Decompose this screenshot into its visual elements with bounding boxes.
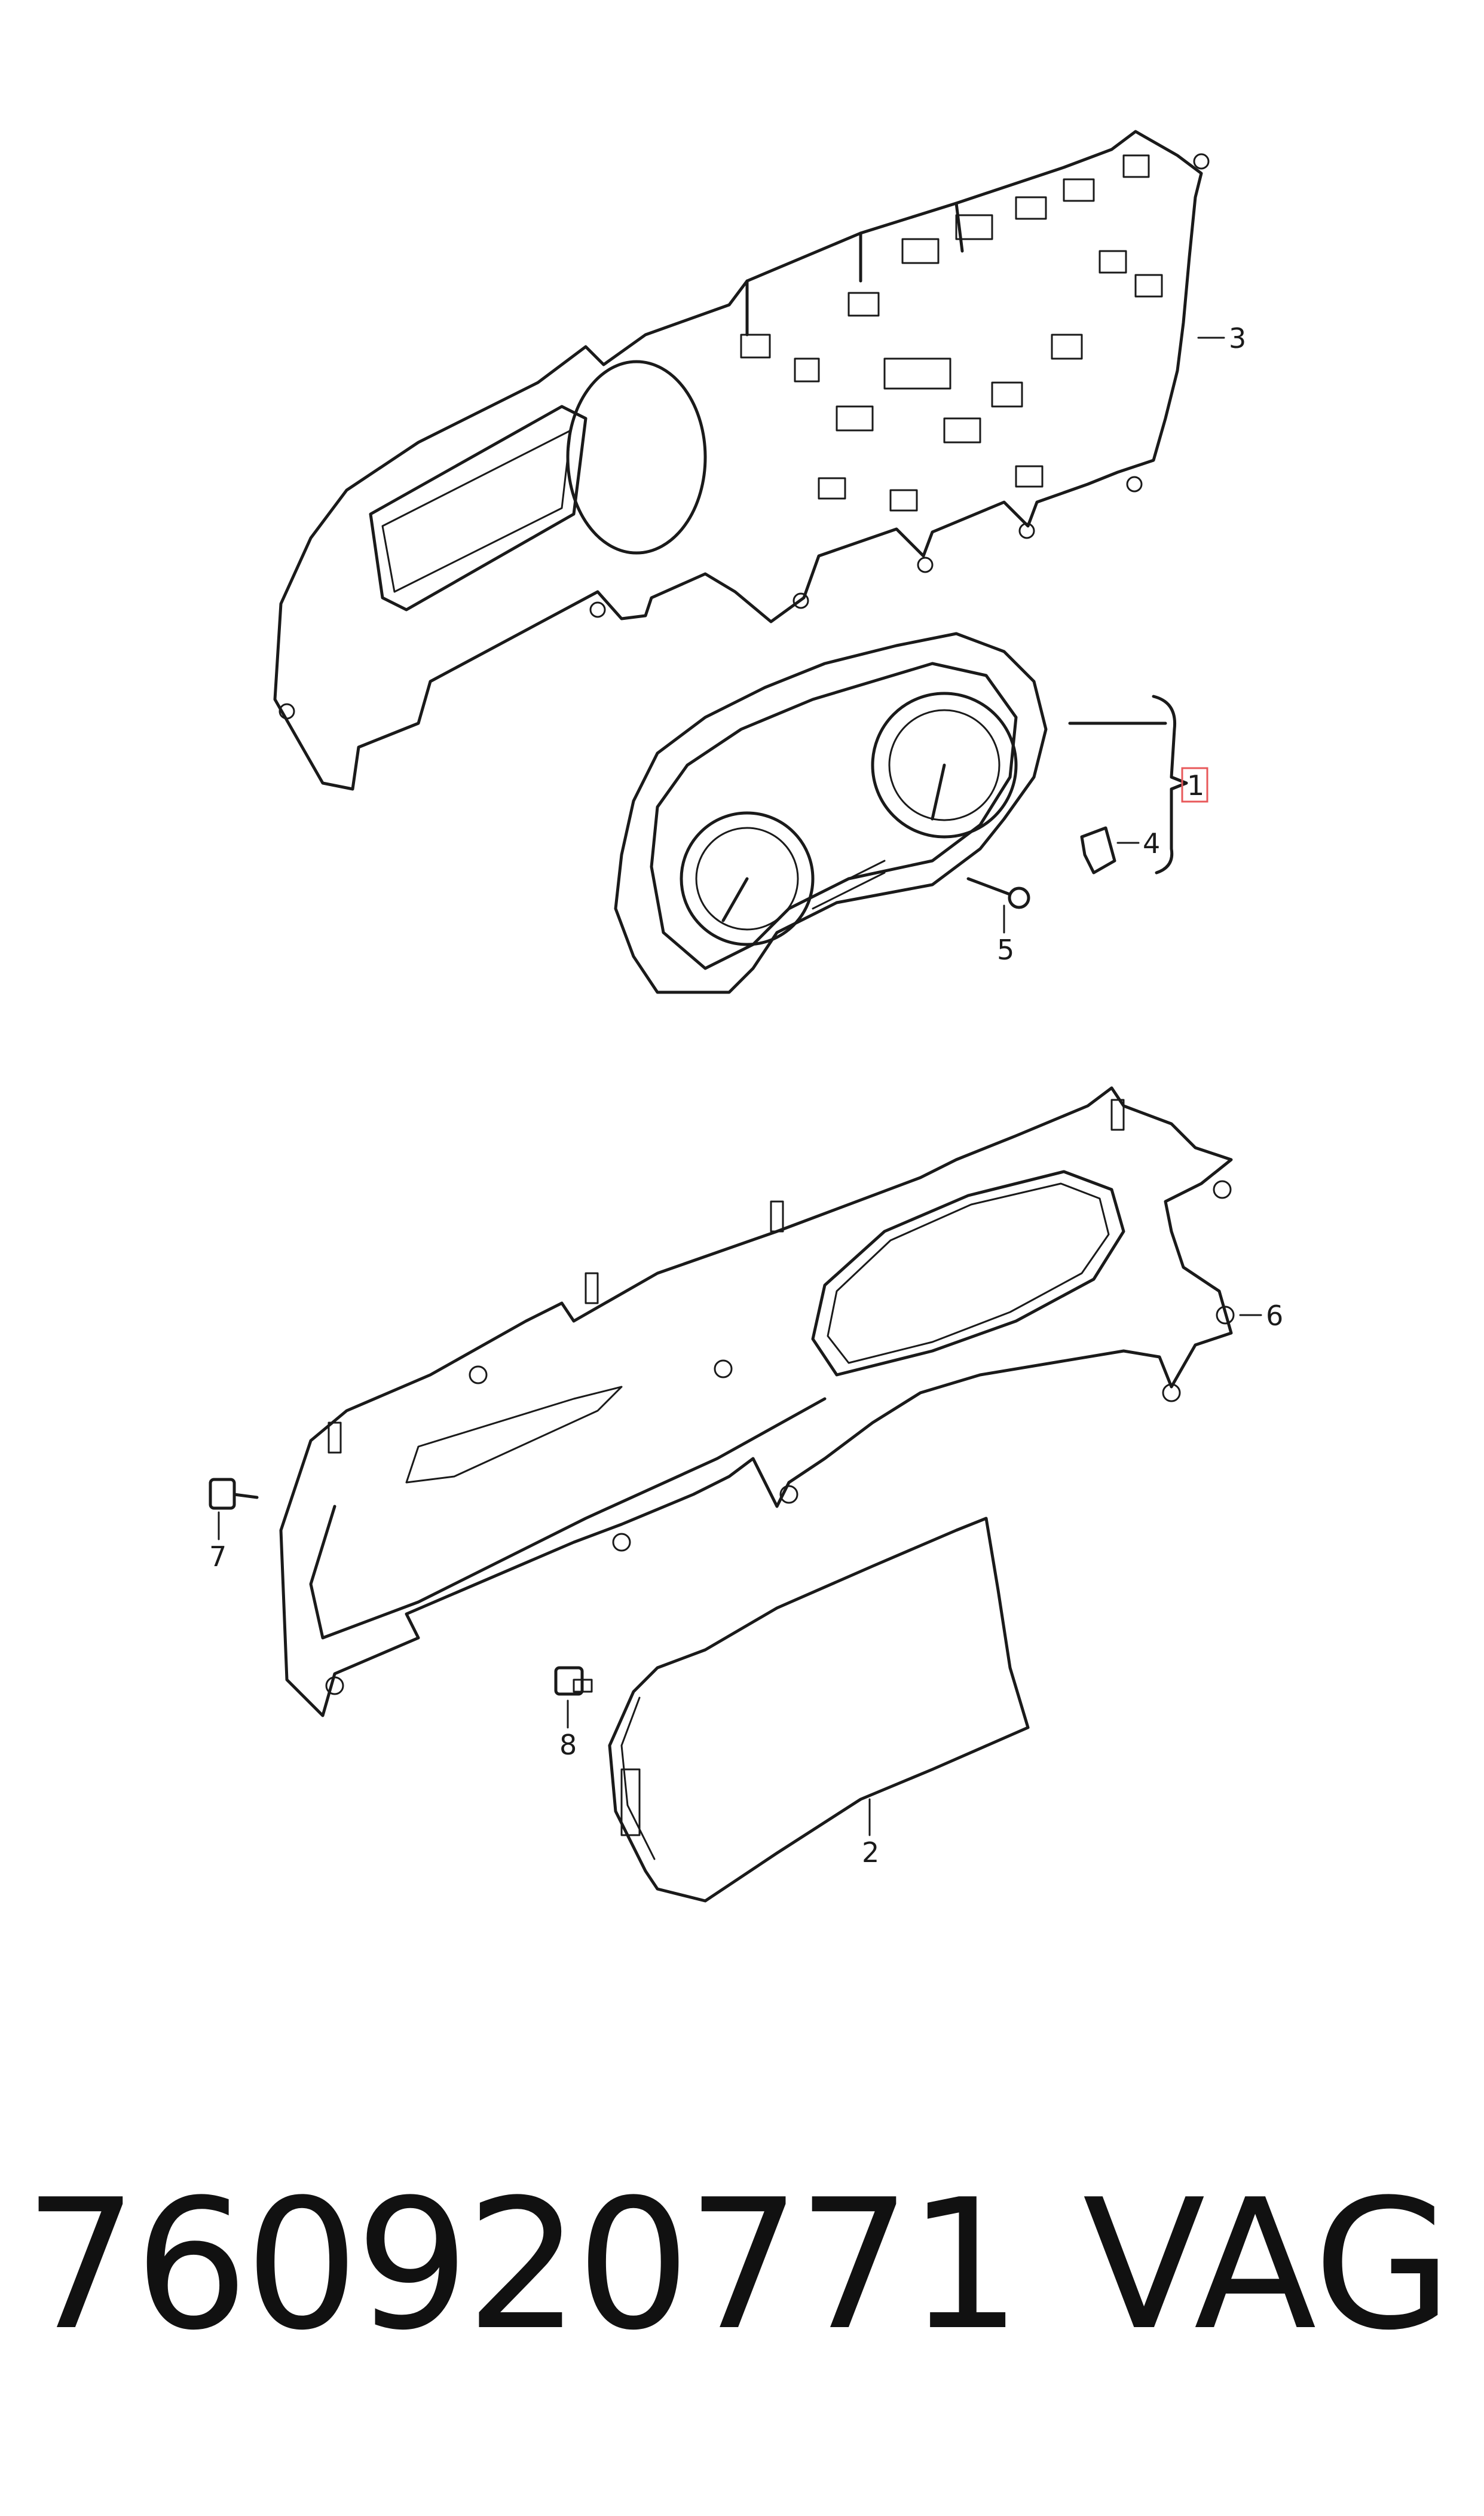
part-5-screw (966, 877, 1030, 934)
callout-6: 6 (1266, 1300, 1283, 1332)
part-6-mounting-frame (279, 1086, 1262, 1717)
callout-8: 8 (559, 1729, 577, 1761)
part-8-fastener (554, 1666, 593, 1729)
callout-4: 4 (1143, 827, 1160, 860)
callout-1: 1 (1187, 769, 1204, 802)
callout-1-highlight-box (1181, 767, 1208, 803)
part-number: 760920771 (24, 2161, 1022, 2370)
part-7-bolt (209, 1478, 259, 1540)
callout-5: 5 (997, 934, 1014, 966)
part-4-clip (1080, 826, 1140, 875)
part-2-display-unit (608, 1517, 1030, 1903)
callout-7: 7 (209, 1540, 227, 1573)
callout-labels: 1 2 3 4 5 6 7 8 (209, 322, 1283, 1869)
part-1-instrument-cluster (614, 632, 1188, 994)
part-3-circuit-carrier (273, 130, 1225, 791)
brand-name: VAG (1082, 2161, 1452, 2370)
part-footer: 760920771 VAG (24, 2158, 1470, 2373)
callout-2: 2 (862, 1836, 879, 1869)
callout-3: 3 (1229, 322, 1246, 354)
